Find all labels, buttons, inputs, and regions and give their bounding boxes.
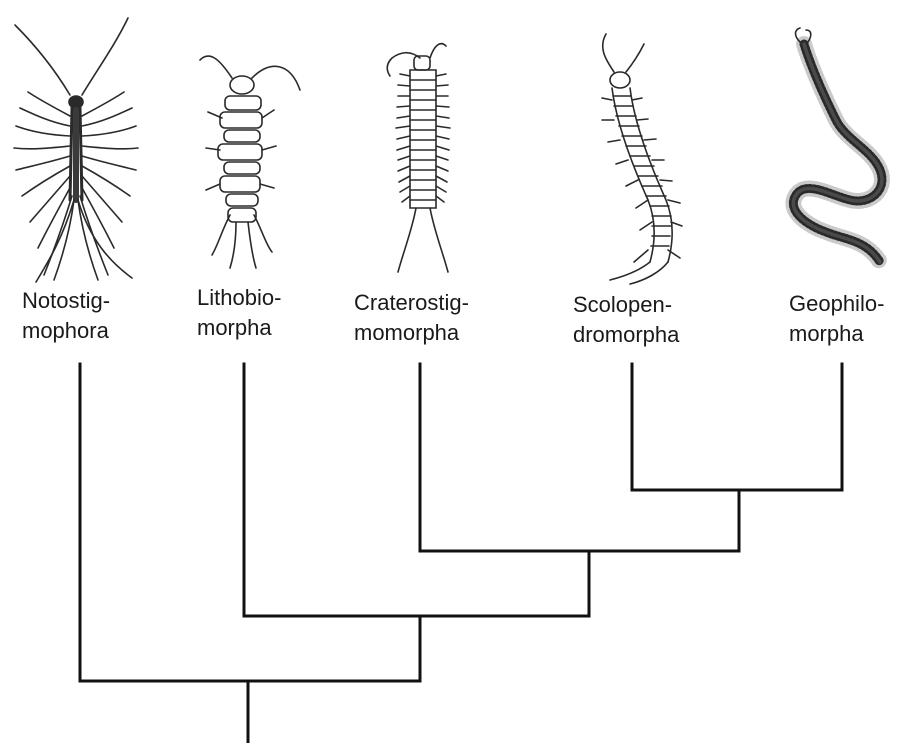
taxon-label-craterostigmomorpha: Craterostig- momorpha <box>354 288 469 348</box>
taxon-label-line: Scolopen- <box>573 290 679 320</box>
scolopendromorpha-centipede-drawing <box>602 34 682 284</box>
taxon-label-line: Geophilo- <box>789 289 884 319</box>
taxon-label-line: Notostig- <box>22 286 110 316</box>
craterostigmomorpha-centipede-drawing <box>387 44 450 272</box>
taxon-label-line: morpha <box>789 319 884 349</box>
taxon-label-lithobiomorpha: Lithobio- morpha <box>197 283 281 343</box>
cladogram <box>80 364 842 743</box>
taxon-label-line: momorpha <box>354 318 469 348</box>
taxon-label-notostigmophora: Notostig- mophora <box>22 286 110 346</box>
geophilomorpha-centipede-drawing <box>793 28 882 262</box>
taxon-label-line: dromorpha <box>573 320 679 350</box>
taxon-label-line: mophora <box>22 316 110 346</box>
notostigmophora-centipede-drawing <box>14 18 138 282</box>
lithobiomorpha-centipede-drawing <box>200 56 300 268</box>
taxon-label-line: morpha <box>197 313 281 343</box>
taxon-label-line: Craterostig- <box>354 288 469 318</box>
taxon-label-scolopendromorpha: Scolopen- dromorpha <box>573 290 679 350</box>
taxon-label-line: Lithobio- <box>197 283 281 313</box>
taxon-label-geophilomorpha: Geophilo- morpha <box>789 289 884 349</box>
